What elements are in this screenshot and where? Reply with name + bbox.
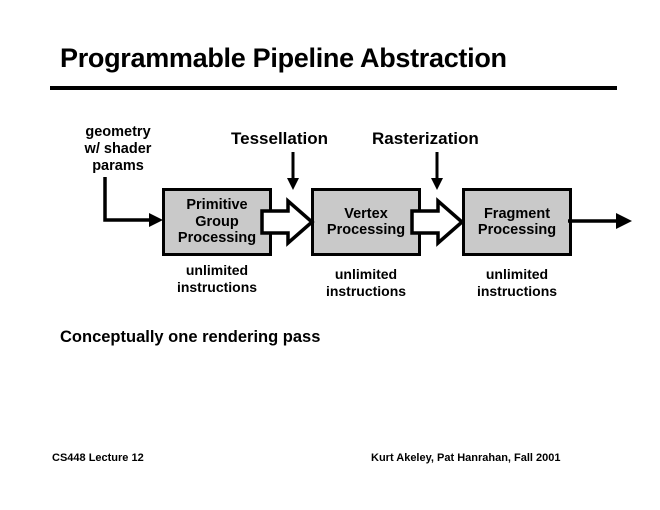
stage-box-vertex-processing[interactable]: Vertex Processing bbox=[311, 188, 421, 256]
footer-course-label: CS448 Lecture 12 bbox=[52, 452, 144, 464]
output-arrow-icon bbox=[568, 213, 632, 229]
tessellation-arrow-icon bbox=[287, 152, 299, 190]
stage-caption-primitive-group-processing: unlimited instructions bbox=[176, 262, 258, 295]
footer-authors-label: Kurt Akeley, Pat Hanrahan, Fall 2001 bbox=[371, 452, 561, 464]
stage-label-primitive-group-processing: Primitive Group Processing bbox=[177, 197, 257, 247]
input-geometry-label: geometry w/ shader params bbox=[84, 124, 152, 174]
page-title: Programmable Pipeline Abstraction bbox=[60, 43, 507, 73]
title-divider bbox=[50, 86, 617, 90]
stage-box-fragment-processing[interactable]: Fragment Processing bbox=[462, 188, 572, 256]
conclusion-text: Conceptually one rendering pass bbox=[60, 328, 321, 346]
label-rasterization: Rasterization bbox=[372, 129, 479, 148]
stage-label-fragment-processing: Fragment Processing bbox=[477, 205, 557, 239]
stage-box-primitive-group-processing[interactable]: Primitive Group Processing bbox=[162, 188, 272, 256]
label-tessellation: Tessellation bbox=[231, 129, 328, 148]
stage-label-vertex-processing: Vertex Processing bbox=[326, 205, 406, 239]
stage-caption-fragment-processing: unlimited instructions bbox=[476, 266, 558, 299]
input-elbow-arrow-icon bbox=[103, 177, 163, 227]
rasterization-arrow-icon bbox=[431, 152, 443, 190]
stage-caption-vertex-processing: unlimited instructions bbox=[325, 266, 407, 299]
